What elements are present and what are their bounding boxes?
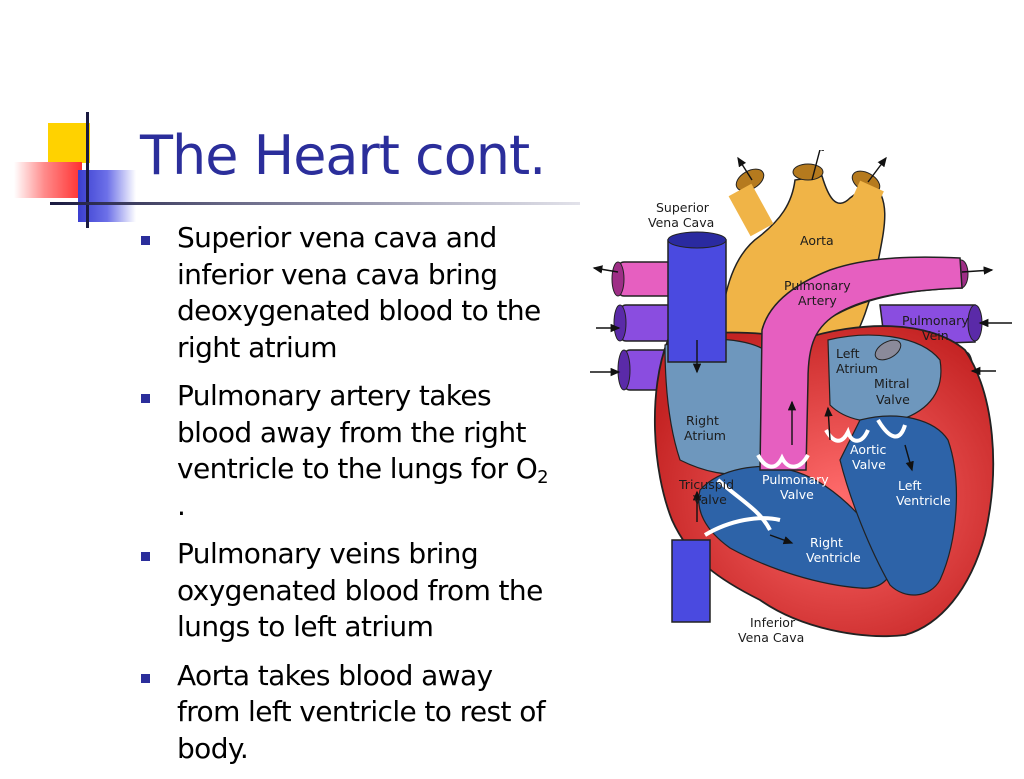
svg-text:Left: Left [898,478,922,493]
svg-text:Pulmonary: Pulmonary [762,472,829,487]
svg-text:Vena Cava: Vena Cava [738,630,804,645]
bullet-item: Superior vena cava and inferior vena cav… [140,220,550,366]
svg-text:Superior: Superior [656,200,710,215]
svg-text:Valve: Valve [780,487,814,502]
bullet-text: Pulmonary artery takes blood away from t… [177,379,538,485]
label-aorta: Aorta [800,233,834,248]
left-atrium [827,334,942,423]
label-pulmonary-artery: Pulmonary Artery [784,278,851,308]
label-right-atrium: Right Atrium [684,413,726,443]
pulmonary-artery [759,256,963,471]
decor-vertical-line [86,112,89,228]
bullet-item: Pulmonary artery takes blood away from t… [140,378,550,524]
svg-text:Pulmonary: Pulmonary [784,278,851,293]
blood-flow-arrows [590,150,1012,545]
label-tricuspid-valve: Tricuspid Valve [678,477,734,507]
svg-text:Valve: Valve [693,492,727,507]
title-underline [50,202,580,205]
pulmonary-valve [756,453,810,469]
svg-text:Ventricle: Ventricle [806,550,861,565]
svg-text:Artery: Artery [798,293,837,308]
label-superior-vena-cava: Superior Vena Cava [648,200,714,230]
svg-text:Inferior: Inferior [750,615,796,630]
bullet-square-icon [141,394,150,403]
svg-text:Vena Cava: Vena Cava [648,215,714,230]
svg-text:Atrium: Atrium [684,428,726,443]
label-inferior-vena-cava: Inferior Vena Cava [738,615,804,645]
svg-text:Aortic: Aortic [850,442,886,457]
bullet-text-end: . [177,488,186,522]
slide-title: The Heart cont. [140,124,546,187]
svg-text:Tricuspid: Tricuspid [678,477,734,492]
decor-yellow-square [48,123,90,163]
label-mitral-valve: Mitral Valve [874,376,910,407]
bullet-square-icon [141,673,150,683]
label-right-ventricle: Right Ventricle [806,535,861,565]
bullet-text: Superior vena cava and inferior vena cav… [177,221,541,364]
bullet-item: Aorta takes blood away from left ventric… [140,658,550,768]
inferior-vena-cava [671,539,711,623]
bullet-text: Pulmonary veins bring oxygenated blood f… [177,537,543,643]
bullet-item: Pulmonary veins bring oxygenated blood f… [140,536,550,646]
label-left-atrium: Left Atrium [836,346,878,376]
svg-text:Vein: Vein [922,328,949,343]
tricuspid-valve [716,478,772,531]
svg-text:Valve: Valve [876,392,910,407]
bullet-square-icon [141,236,150,245]
svg-text:Mitral: Mitral [874,376,909,391]
svg-text:Valve: Valve [852,457,886,472]
left-ventricle [839,415,957,596]
label-aortic-valve: Aortic Valve [850,442,886,472]
label-pulmonary-valve: Pulmonary Valve [762,472,829,502]
aortic-valve [824,426,870,443]
label-left-ventricle: Left Ventricle [896,478,951,508]
svg-text:Atrium: Atrium [836,361,878,376]
heart-diagram: Superior Vena Cava Aorta Pulmonary Arter… [590,150,1012,645]
bullet-list: Superior vena cava and inferior vena cav… [140,220,550,779]
svg-text:Left: Left [836,346,860,361]
svg-text:Right: Right [810,535,843,550]
subscript: 2 [537,467,549,488]
bullet-square-icon [141,552,150,561]
label-pulmonary-vein: Pulmonary Vein [902,313,969,343]
decor-red-square [14,162,82,198]
svg-text:Right: Right [686,413,719,428]
svg-text:Pulmonary: Pulmonary [902,313,969,328]
svg-text:Ventricle: Ventricle [896,493,951,508]
bullet-text: Aorta takes blood away from left ventric… [177,658,546,765]
mitral-valve [876,418,907,439]
